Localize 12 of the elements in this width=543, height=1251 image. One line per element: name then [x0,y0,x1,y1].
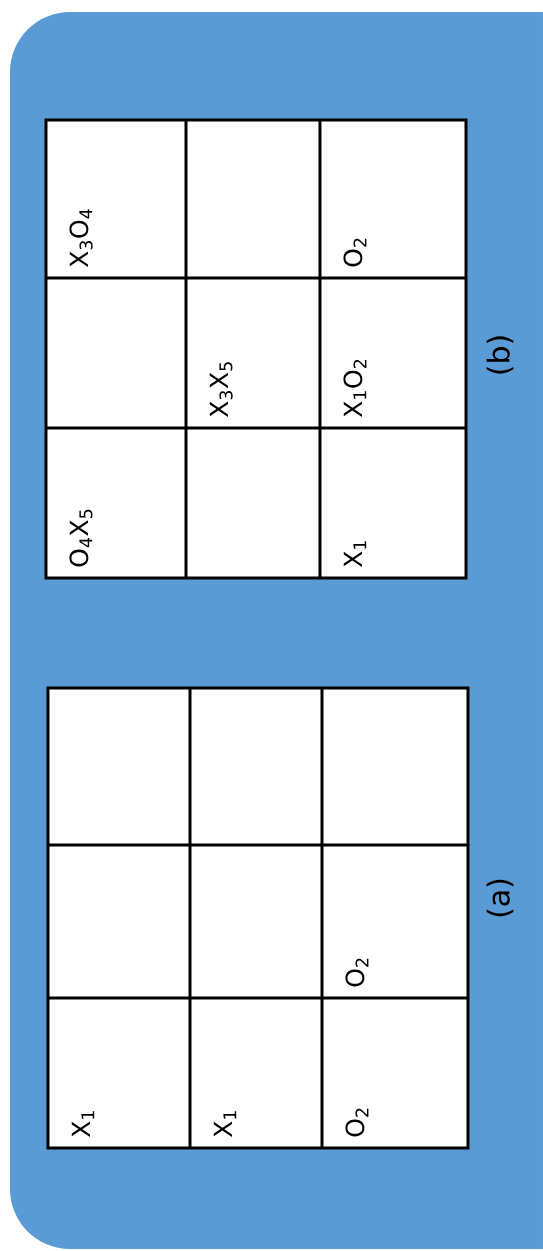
cell-text: X$_{3}$X$_{5}$ [209,362,233,418]
cell-text: X$_{1}$ [343,541,367,568]
panel-caption: (a) [486,879,514,917]
cell-text: O$_{2}$ [345,958,369,987]
cell-text: X$_{1}$ [213,1111,237,1138]
cell-text: X$_{1}$ [71,1111,95,1138]
cell-text: O$_{2}$ [343,238,367,267]
cell-text: O$_{2}$ [345,1108,369,1137]
cell-text: X$_{3}$O$_{4}$ [69,209,93,268]
cell-text: X$_{1}$O$_{2}$ [343,360,367,418]
cell-text: O$_{4}$X$_{5}$ [69,509,93,567]
panel-caption: (b) [486,336,514,374]
